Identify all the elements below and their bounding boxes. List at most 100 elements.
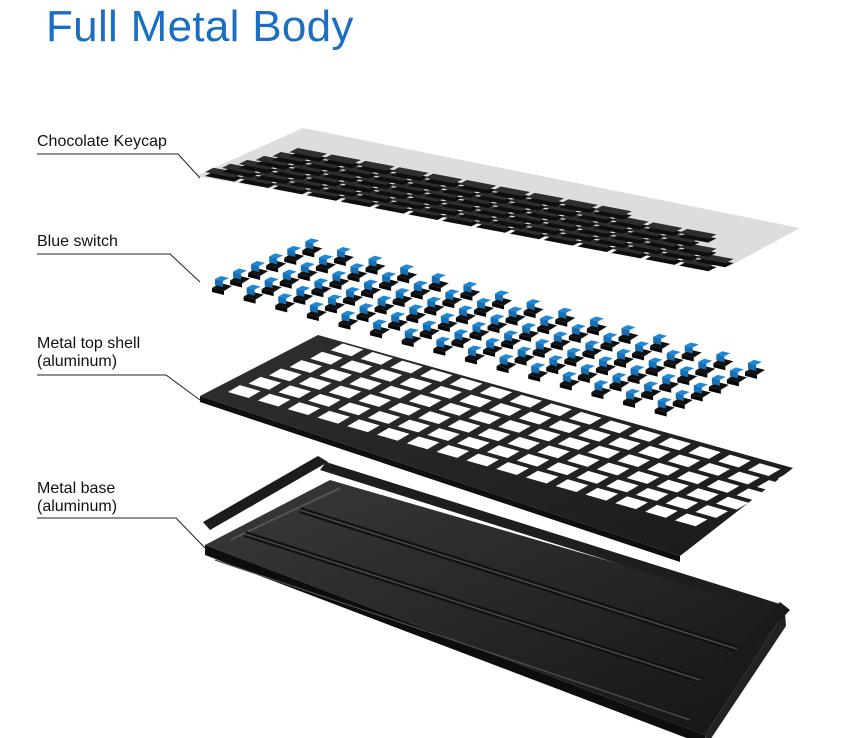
plate-hole — [507, 436, 541, 450]
switch-stem-side — [463, 284, 472, 293]
plate-hole — [757, 480, 790, 493]
switch-housing-side — [392, 300, 405, 308]
switch-stem-top — [454, 329, 469, 335]
switch-stem-top — [445, 289, 460, 295]
switch-housing-side — [279, 281, 292, 289]
switch-housing-side — [437, 325, 450, 333]
chocolate-keycap-layer — [196, 128, 800, 272]
switch-stem-side — [747, 362, 756, 371]
switch-stem-side — [309, 305, 318, 314]
keycap-side — [526, 225, 565, 236]
switch-stem-side — [603, 335, 612, 344]
switch-stem-top — [558, 307, 573, 313]
switch-stem-top — [747, 359, 762, 365]
switch-housing-side — [401, 340, 414, 348]
plate-hole — [718, 454, 751, 468]
keycap-side — [610, 220, 649, 230]
switch-housing-side — [713, 363, 726, 371]
switch-housing-side — [248, 272, 261, 280]
plate-hole — [626, 471, 660, 484]
plate-hole — [278, 385, 311, 399]
switch-stem-top — [693, 382, 708, 388]
switch-stem-top — [318, 254, 333, 260]
keycap-side — [661, 251, 700, 261]
switch-stem-top — [684, 342, 699, 348]
switch-stem-top — [662, 373, 677, 379]
switch-stem-side — [558, 310, 567, 319]
plate-hole — [406, 436, 440, 450]
switch-housing-side — [356, 315, 369, 323]
keycap-side — [560, 231, 599, 242]
switch-stem-top — [382, 271, 397, 277]
switch-stem-top — [278, 293, 293, 299]
switch-housing-side — [261, 289, 274, 297]
plate-hole — [658, 437, 692, 451]
switch-stem-side — [684, 345, 693, 354]
keycap-side — [509, 215, 548, 225]
switch-stem-side — [246, 287, 255, 296]
switch-stem-side — [422, 323, 431, 332]
keycap-side — [594, 238, 633, 249]
switch-stem-top — [305, 238, 320, 244]
keycap-side — [509, 229, 548, 240]
switch-stem-top — [571, 324, 586, 329]
switch-stem-top — [233, 268, 248, 274]
keycap-side — [306, 176, 345, 187]
switch-housing-side — [469, 333, 482, 341]
keycap — [678, 228, 717, 239]
plate-hole — [330, 343, 364, 357]
plate-hole — [379, 385, 412, 399]
switch-housing-side — [266, 265, 279, 273]
switch-stem-side — [472, 324, 481, 333]
switch-stem-side — [233, 271, 242, 280]
plate-hole — [518, 411, 552, 425]
switch-housing-side — [428, 285, 441, 293]
switch-stem-side — [413, 283, 422, 292]
switch-stem-top — [495, 290, 510, 296]
plate-hole — [339, 360, 373, 374]
switch-housing-side — [311, 290, 324, 298]
switch-housing-side — [329, 282, 342, 290]
plate-hole — [468, 411, 501, 425]
switch-stem-top — [364, 279, 379, 285]
plate-hole — [388, 402, 421, 416]
switch-stem-side — [711, 377, 720, 386]
switch-stem-top — [327, 294, 342, 300]
switch-stem-top — [698, 358, 713, 364]
switch-stem-side — [621, 328, 630, 337]
switch-housing-side — [451, 341, 464, 349]
plate-hole — [447, 419, 481, 433]
switch-stem-side — [409, 307, 418, 316]
plate-hole — [537, 445, 570, 459]
switch-stem-side — [305, 241, 314, 250]
switch-stem-side — [282, 272, 291, 281]
keycap — [357, 160, 395, 171]
switch-stem-side — [567, 350, 576, 359]
base-label-line1: Metal base — [37, 480, 116, 497]
switch-stem-side — [666, 353, 675, 362]
switch-stem-side — [364, 282, 373, 291]
switch-housing-side — [595, 368, 608, 376]
switch-stem-side — [598, 359, 607, 368]
keycap-side — [323, 172, 362, 183]
switch-stem-side — [215, 279, 223, 287]
plate-hole — [376, 427, 410, 441]
switch-stem-top — [653, 333, 668, 339]
keycap-side — [272, 184, 311, 195]
switch-housing-side — [230, 280, 243, 288]
switch-stem-side — [404, 331, 413, 340]
plate-hole — [496, 462, 529, 475]
plate-hole — [674, 513, 708, 527]
switch-housing-side — [614, 360, 626, 368]
switch-housing-side — [559, 383, 572, 391]
switch-stem-side — [662, 376, 671, 385]
switch-stem-top — [359, 303, 374, 309]
switch-housing-side — [550, 343, 563, 351]
keycap-side — [238, 178, 277, 188]
plate-hole — [606, 479, 639, 493]
plate-hole — [308, 393, 341, 407]
keycap-side — [492, 204, 531, 215]
switch-stem-side — [540, 318, 549, 327]
base-label-line2: (aluminum) — [37, 498, 118, 515]
keycap-side — [391, 185, 429, 196]
